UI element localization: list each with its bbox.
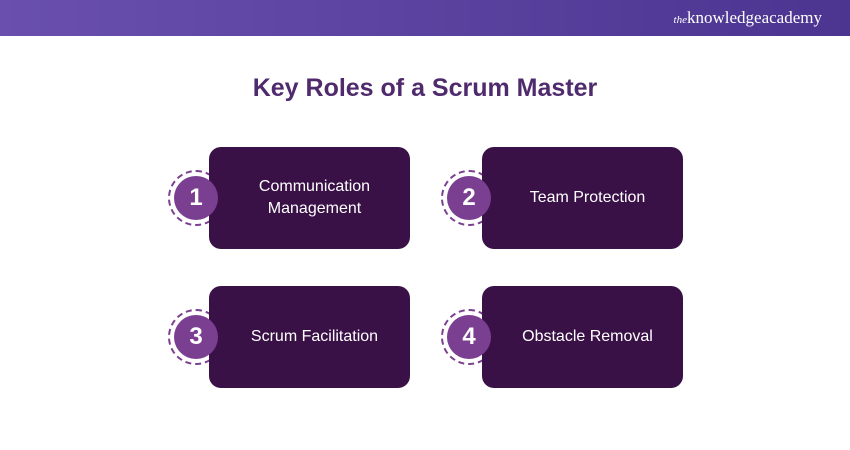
logo-text: knowledgeacademy	[687, 8, 822, 27]
role-card-3: Scrum Facilitation	[209, 286, 410, 388]
brand-logo: theknowledgeacademy	[674, 8, 822, 28]
header-bar: theknowledgeacademy	[0, 0, 850, 36]
role-card-4: Obstacle Removal	[482, 286, 683, 388]
page-title: Key Roles of a Scrum Master	[252, 74, 598, 102]
number-badge-4: 4	[447, 315, 491, 359]
logo-prefix: the	[673, 14, 687, 26]
number-badge-2: 2	[447, 176, 491, 220]
number-badge-3: 3	[174, 315, 218, 359]
role-card-2: Team Protection	[482, 147, 683, 249]
number-badge-1: 1	[174, 176, 218, 220]
role-card-1: Communication Management	[209, 147, 410, 249]
